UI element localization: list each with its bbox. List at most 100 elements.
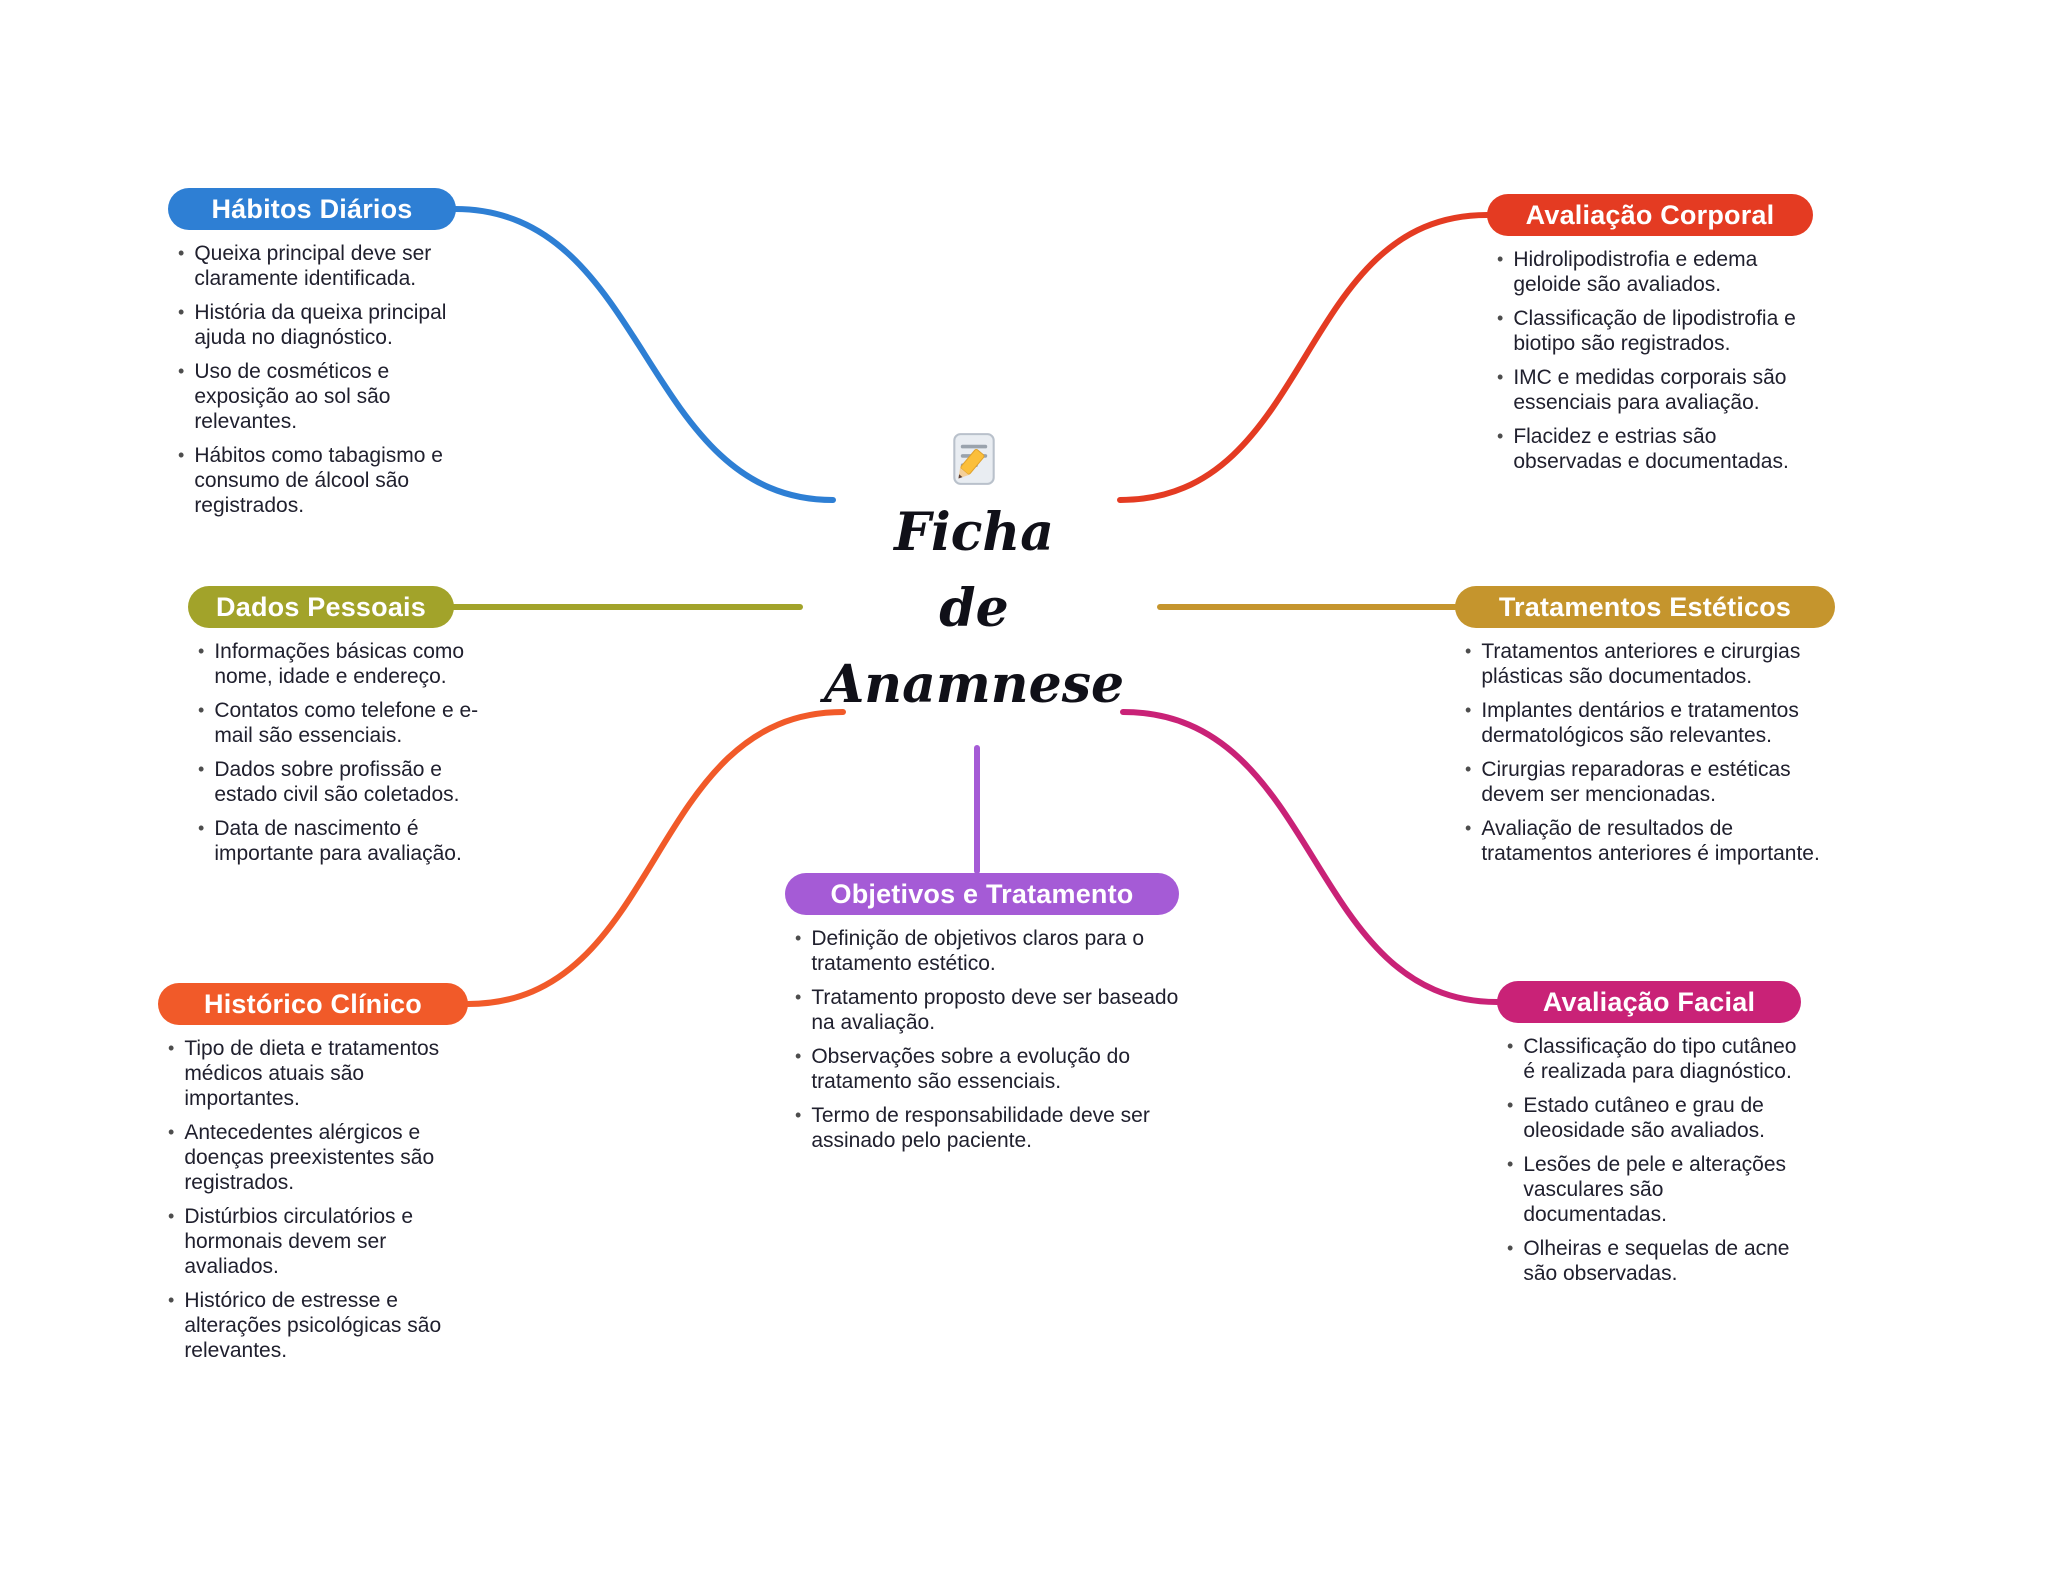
bullet-item: •Definição de objetivos claros para o tr…	[795, 926, 1181, 976]
bullet-text: Olheiras e sequelas de acne são observad…	[1523, 1237, 1790, 1285]
node-header-objetivos-tratamento[interactable]: Objetivos e Tratamento	[785, 873, 1179, 915]
bullet-text: IMC e medidas corporais são essenciais p…	[1513, 366, 1787, 414]
bullet-marker: •	[1497, 367, 1504, 387]
bullet-item: • Informações básicas como nome, idade e …	[198, 639, 480, 689]
bullet-marker: •	[1507, 1095, 1514, 1115]
bullet-text: Definição de objetivos claros para o tra…	[811, 927, 1145, 975]
bullet-text: Data de nascimento é importante para ava…	[214, 817, 462, 865]
node-items-objetivos-tratamento: • Definição de objetivos claros para o tr…	[785, 926, 1181, 1153]
node-items-tratamentos-esteticos: • Tratamentos anteriores e cirurgias plás…	[1455, 639, 1827, 866]
bullet-marker: •	[178, 445, 185, 465]
bullet-marker: •	[198, 818, 205, 838]
bullet-item: • Data de nascimento é importante para av…	[198, 816, 480, 866]
bullet-text: Uso de cosméticos e exposição ao sol são…	[194, 360, 391, 433]
memo-pencil-icon	[945, 430, 1003, 493]
bullet-text: Avaliação de resultados de tratamentos a…	[1481, 817, 1820, 865]
node-historico-clinico: Histórico Clínico • Tipo de dieta e trata…	[158, 983, 470, 1372]
bullet-text: Termo de responsabilidade deve ser assin…	[811, 1104, 1150, 1152]
bullet-marker: •	[178, 361, 185, 381]
bullet-marker: •	[795, 1105, 802, 1125]
bullet-text: Tipo de dieta e tratamentos médicos atua…	[184, 1037, 440, 1110]
bullet-text: Tratamentos anteriores e cirurgias plást…	[1481, 640, 1801, 688]
bullet-text: Contatos como telefone e e-mail são esse…	[214, 699, 479, 747]
bullet-marker: •	[178, 243, 185, 263]
bullet-item: •Antecedentes alérgicos e doenças preexi…	[168, 1120, 470, 1195]
bullet-text: Histórico de estresse e alterações psico…	[184, 1289, 442, 1362]
node-items-dados-pessoais: • Informações básicas como nome, idade e …	[188, 639, 480, 866]
bullet-item: • Flacidez e estrias são observadas e doc…	[1497, 424, 1827, 474]
bullet-item: • Uso de cosméticos e exposição ao sol sã…	[178, 359, 468, 434]
bullet-text: Observações sobre a evolução do tratamen…	[811, 1045, 1131, 1093]
bullet-text: Classificação de lipodistrofia e biotipo…	[1513, 307, 1796, 355]
bullet-text: Tratamento proposto deve ser baseado na …	[811, 986, 1179, 1034]
bullet-item: •Classificação de lipodistrofia e biotip…	[1497, 306, 1827, 356]
bullet-item: • Tipo de dieta e tratamentos médicos atu…	[168, 1036, 470, 1111]
node-header-dados-pessoais[interactable]: Dados Pessoais	[188, 586, 454, 628]
bullet-marker: •	[198, 641, 205, 661]
bullet-text: Antecedentes alérgicos e doenças preexis…	[184, 1121, 435, 1194]
bullet-item: • Cirurgias reparadoras e estéticas devem…	[1465, 757, 1827, 807]
connector-habitos-diarios	[452, 206, 836, 503]
center-title-line-3: Anamnese	[823, 654, 1125, 715]
connector-avaliacao-corporal	[1117, 212, 1490, 503]
node-items-avaliacao-facial: • Classificação do tipo cutâneo é realiza…	[1497, 1034, 1809, 1286]
bullet-marker: •	[795, 987, 802, 1007]
node-habitos-diarios: Hábitos Diários • Queixa principal deve s…	[168, 188, 468, 527]
node-avaliacao-corporal: Avaliação Corporal •Hidrolipodistrofia e…	[1487, 194, 1827, 483]
bullet-marker: •	[1465, 641, 1472, 661]
bullet-marker: •	[1497, 426, 1504, 446]
center-topic: Ficha de Anamnese	[818, 430, 1130, 723]
bullet-text: Classificação do tipo cutâneo é realizad…	[1523, 1035, 1797, 1083]
bullet-marker: •	[198, 759, 205, 779]
bullet-marker: •	[1507, 1154, 1514, 1174]
bullet-item: • Implantes dentários e tratamentos derma…	[1465, 698, 1827, 748]
bullet-item: • Contatos como telefone e e-mail são ess…	[198, 698, 480, 748]
node-tratamentos-esteticos: Tratamentos Estéticos • Tratamentos anter…	[1455, 586, 1835, 875]
center-title-line-1: Ficha	[894, 502, 1054, 563]
bullet-text: Hidrolipodistrofia e edema geloide são a…	[1513, 248, 1758, 296]
bullet-item: • Observações sobre a evolução do tratame…	[795, 1044, 1181, 1094]
bullet-text: Queixa principal deve ser claramente ide…	[194, 242, 432, 290]
node-header-tratamentos-esteticos[interactable]: Tratamentos Estéticos	[1455, 586, 1835, 628]
bullet-text: História da queixa principal ajuda no di…	[194, 301, 447, 349]
node-header-avaliacao-facial[interactable]: Avaliação Facial	[1497, 981, 1801, 1023]
bullet-item: •Hábitos como tabagismo e consumo de álc…	[178, 443, 468, 518]
bullet-text: Lesões de pele e alterações vasculares s…	[1523, 1153, 1786, 1226]
bullet-text: Estado cutâneo e grau de oleosidade são …	[1523, 1094, 1765, 1142]
bullet-marker: •	[795, 1046, 802, 1066]
bullet-marker: •	[198, 700, 205, 720]
node-header-habitos-diarios[interactable]: Hábitos Diários	[168, 188, 456, 230]
bullet-marker: •	[1507, 1036, 1514, 1056]
bullet-item: •Distúrbios circulatórios e hormonais de…	[168, 1204, 470, 1279]
bullet-item: • Lesões de pele e alterações vasculares …	[1507, 1152, 1809, 1227]
bullet-text: Flacidez e estrias são observadas e docu…	[1513, 425, 1789, 473]
bullet-marker: •	[1465, 818, 1472, 838]
bullet-item: • História da queixa principal ajuda no d…	[178, 300, 468, 350]
bullet-text: Cirurgias reparadoras e estéticas devem …	[1481, 758, 1791, 806]
bullet-text: Implantes dentários e tratamentos dermat…	[1481, 699, 1799, 747]
bullet-marker: •	[1465, 700, 1472, 720]
bullet-item: • Queixa principal deve ser claramente id…	[178, 241, 468, 291]
bullet-marker: •	[168, 1290, 175, 1310]
bullet-item: • IMC e medidas corporais são essenciais …	[1497, 365, 1827, 415]
node-dados-pessoais: Dados Pessoais • Informações básicas como…	[188, 586, 480, 875]
bullet-marker: •	[1507, 1238, 1514, 1258]
bullet-marker: •	[168, 1038, 175, 1058]
node-items-historico-clinico: • Tipo de dieta e tratamentos médicos atu…	[158, 1036, 470, 1363]
bullet-text: Informações básicas como nome, idade e e…	[214, 640, 465, 688]
bullet-marker: •	[178, 302, 185, 322]
bullet-item: • Classificação do tipo cutâneo é realiza…	[1507, 1034, 1809, 1084]
bullet-marker: •	[1465, 759, 1472, 779]
bullet-item: • Avaliação de resultados de tratamentos …	[1465, 816, 1827, 866]
bullet-item: • Histórico de estresse e alterações psic…	[168, 1288, 470, 1363]
node-avaliacao-facial: Avaliação Facial • Classificação do tipo …	[1497, 981, 1809, 1295]
node-objetivos-tratamento: Objetivos e Tratamento • Definição de obj…	[785, 873, 1181, 1162]
bullet-item: •Hidrolipodistrofia e edema geloide são …	[1497, 247, 1827, 297]
bullet-item: • Termo de responsabilidade deve ser assi…	[795, 1103, 1181, 1153]
connector-avaliacao-facial	[1120, 709, 1500, 1005]
node-header-avaliacao-corporal[interactable]: Avaliação Corporal	[1487, 194, 1813, 236]
node-header-historico-clinico[interactable]: Histórico Clínico	[158, 983, 468, 1025]
bullet-item: • Olheiras e sequelas de acne são observa…	[1507, 1236, 1809, 1286]
